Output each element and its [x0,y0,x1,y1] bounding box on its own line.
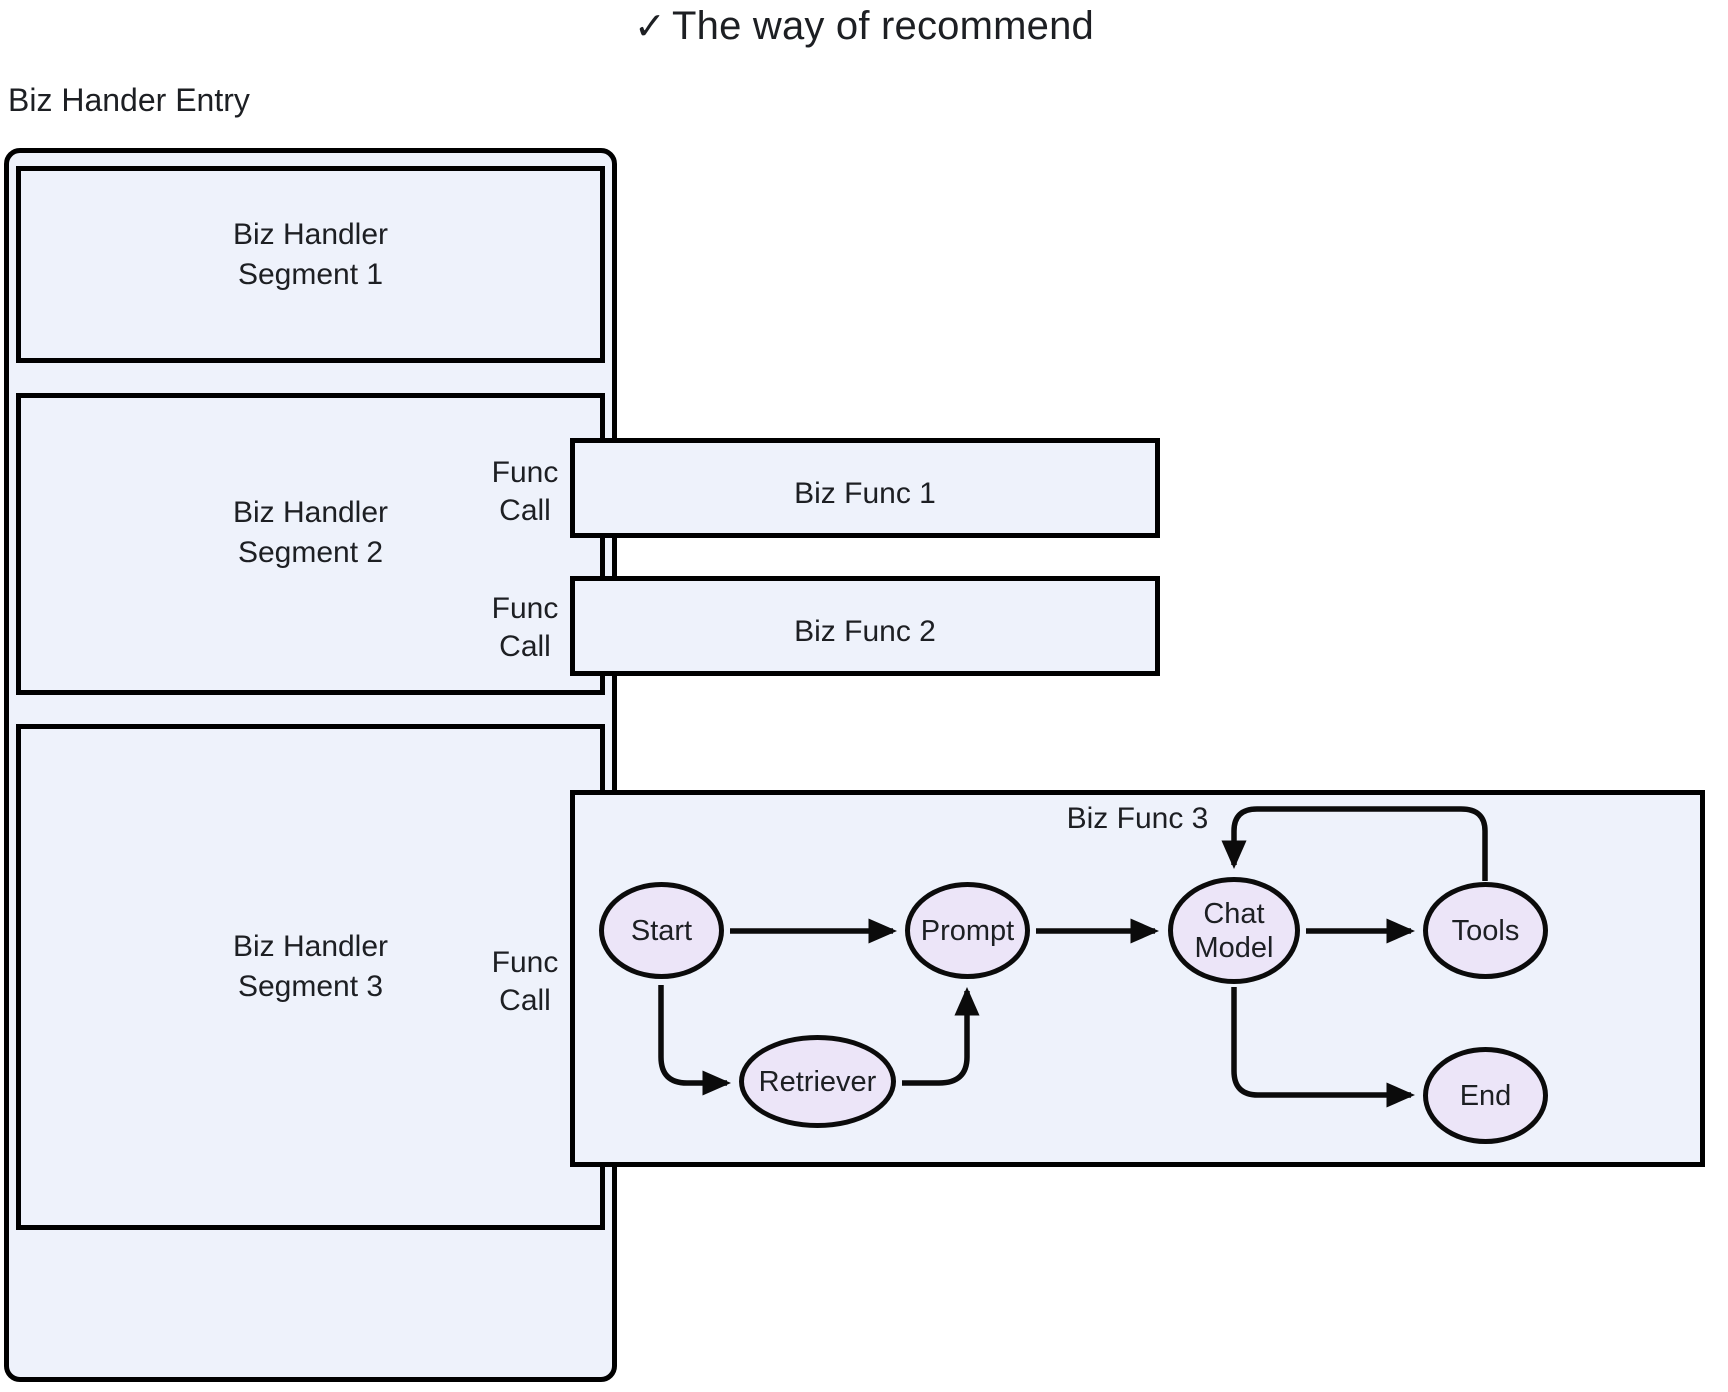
segment-3-label: Biz Handler Segment 3 [232,930,389,1003]
node-prompt[interactable]: Prompt [905,882,1030,979]
graph-edges [658,806,1488,1108]
biz-func-3-box[interactable]: Biz Func 3 [570,790,1705,1167]
node-end[interactable]: End [1423,1047,1548,1144]
node-end-label: End [1459,1079,1512,1112]
check-icon: ✓ [634,6,667,48]
biz-handler-entry-label: Biz Hander Entry [8,82,250,118]
node-chat-model-label: Chat Model [1194,897,1274,964]
edge-chatmodel-end [1231,987,1416,1108]
page-title: ✓The way of recommend [0,0,1728,53]
biz-func-1-box[interactable]: Biz Func 1 [570,438,1160,538]
segment-1-label: Biz Handler Segment 1 [232,218,389,291]
biz-func-1-label: Biz Func 1 [794,477,936,510]
func-call-label-3: Func Call [491,946,559,1017]
biz-func-3-label: Biz Func 3 [1066,802,1209,835]
biz-handler-segment-2[interactable]: Biz Handler Segment 2 [16,393,605,695]
node-start[interactable]: Start [599,882,724,979]
biz-func-2-box[interactable]: Biz Func 2 [570,576,1160,676]
node-start-label: Start [630,914,693,947]
node-retriever[interactable]: Retriever [739,1035,896,1128]
biz-handler-segment-1[interactable]: Biz Handler Segment 1 [16,166,605,363]
edge-start-retriever [658,985,732,1096]
page-title-text: The way of recommend [672,4,1094,48]
edge-retriever-prompt [902,986,980,1086]
func-call-label-1: Func Call [491,456,559,527]
segment-2-label: Biz Handler Segment 2 [232,496,389,569]
node-retriever-label: Retriever [758,1065,877,1098]
edge-tools-chatmodel [1221,806,1488,881]
biz-func-2-label: Biz Func 2 [794,615,936,648]
node-prompt-label: Prompt [920,914,1015,947]
node-tools[interactable]: Tools [1423,882,1548,979]
node-tools-label: Tools [1451,914,1520,947]
agent-flow-graph: Start Prompt Chat Model Tools Retriever … [575,795,1710,1172]
func-call-label-2: Func Call [491,592,559,663]
node-chat-model[interactable]: Chat Model [1168,877,1300,984]
